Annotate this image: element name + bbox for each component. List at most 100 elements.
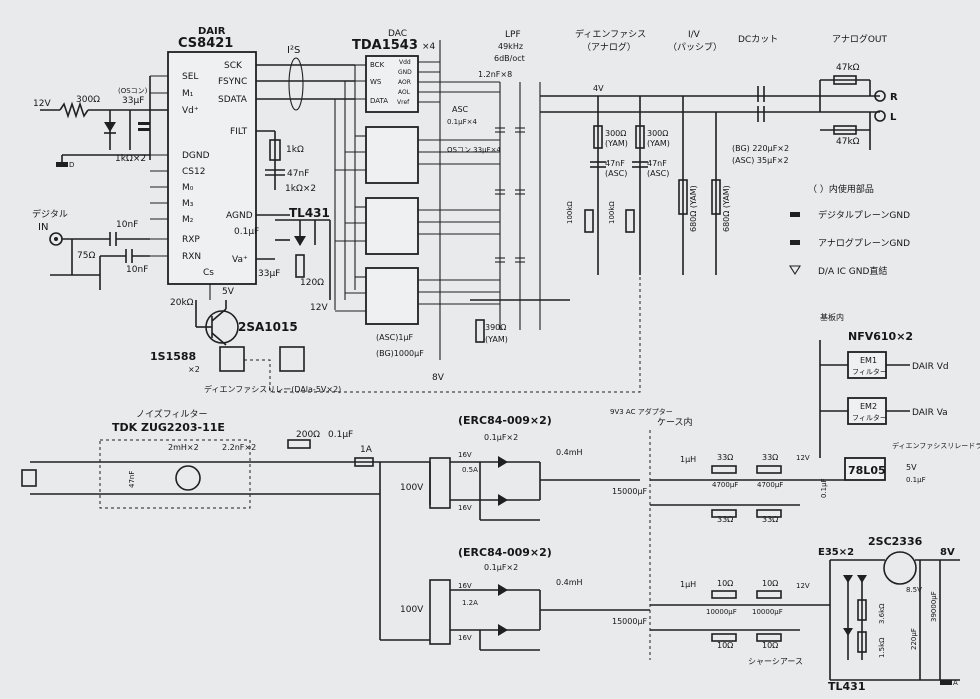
r300-yam-b: 300Ω <box>647 129 668 138</box>
r10c-label: 10Ω <box>717 641 733 650</box>
pin-dgnd: DGND <box>182 151 210 161</box>
c10000b-label: 10000μF <box>752 608 783 616</box>
fuse-label: 1A <box>360 445 373 455</box>
legend-agnd-icon <box>790 240 800 245</box>
dair-vd-label: DAIR Vd <box>912 362 949 372</box>
pin-agnd: AGND <box>226 211 253 221</box>
c47n-asc-b: 47nF <box>647 159 667 168</box>
r680-b: 680Ω (YAM) <box>722 185 731 232</box>
ground-a-icon: A <box>940 679 958 687</box>
v8-out-label: 8V <box>940 547 955 558</box>
c01u-x2-label: 0.1μF×2 <box>484 433 518 442</box>
x2-label: ×2 <box>188 365 200 374</box>
x4-label: ×4 <box>422 42 436 52</box>
digital-in-label: デジタル <box>32 208 68 220</box>
pin-sel: SEL <box>182 72 198 82</box>
c15000-top-label: 15000μF <box>612 487 648 496</box>
d-1s1588-label: 1S1588 <box>150 350 196 363</box>
c47n-filt-label: 47nF <box>287 169 309 179</box>
v16b-label: 16V <box>458 504 472 512</box>
r300-yam-a: 300Ω <box>605 129 626 138</box>
r20k-label: 20kΩ <box>170 298 194 308</box>
kiban-label: 基板内 <box>820 312 844 322</box>
r1k2-label: 1kΩ×2 <box>115 154 146 164</box>
noise-filter-box <box>99 439 251 509</box>
pin-rxn: RXN <box>182 252 201 262</box>
e35-a-icon <box>843 575 853 583</box>
pin-aol: AOL <box>398 89 411 96</box>
transformer-bot-icon <box>429 579 451 645</box>
r300-label: 300Ω <box>76 95 100 105</box>
q-2sa1015-label: 2SA1015 <box>238 320 298 334</box>
asc-01u-label: 0.1μF×4 <box>447 118 477 126</box>
e35-b-icon <box>857 575 867 583</box>
diode-bot-a-icon <box>498 584 508 596</box>
l78-label: 78L05 <box>848 464 886 477</box>
dac-chip-4 <box>365 267 419 325</box>
r15k-label: 1.5kΩ <box>878 637 886 658</box>
in-12v-label: 12V <box>33 99 51 109</box>
tdk-label: TDK ZUG2203-11E <box>112 421 225 434</box>
cs8421-chip <box>167 51 257 285</box>
cs8421-label: CS8421 <box>178 36 233 51</box>
r10a-label: 10Ω <box>717 579 733 588</box>
transformer-top-icon <box>429 457 451 509</box>
output-l-jack-icon[interactable] <box>874 110 886 122</box>
dac-label: DAC <box>388 29 407 39</box>
c01u-78-label: 0.1μF <box>906 476 926 484</box>
nf22-label: 2.2nF×2 <box>222 443 256 452</box>
pin-m2: M₂ <box>182 215 194 225</box>
c01u-label: 0.1μF <box>234 227 259 237</box>
erc-top-label: (ERC84-009×2) <box>458 414 552 427</box>
dccut-label: DCカット <box>738 34 778 45</box>
v4-label: 4V <box>593 84 604 93</box>
pin-fsync: FSYNC <box>218 77 247 87</box>
c01u-x2b-label: 0.1μF×2 <box>484 563 518 572</box>
deemph-sub: （アナログ） <box>582 41 636 53</box>
pin-vref: Vref <box>397 99 410 106</box>
ac-plug-icon[interactable] <box>21 469 37 487</box>
gnd-a-tag: A <box>953 679 958 687</box>
asc-cap-label: (ASC) 35μF×2 <box>732 156 789 165</box>
pin-m1: M₁ <box>182 89 194 99</box>
filter-core-icon <box>175 465 201 491</box>
c01u-snub-label: 0.1μF <box>328 430 353 440</box>
em1-label: EM1 <box>860 356 877 365</box>
noise-filter-label: ノイズフィルター <box>136 408 208 420</box>
pin-gnd: GND <box>398 69 412 76</box>
tl431-bot-label: TL431 <box>828 680 865 693</box>
zener-icon <box>104 122 116 132</box>
pin-data: DATA <box>370 97 388 105</box>
r100k-a: 100kΩ <box>566 201 574 224</box>
legend-dgnd: デジタルプレーンGND <box>818 209 910 221</box>
output-r-jack-icon[interactable] <box>874 90 886 102</box>
c01u-top-label: 0.1μF <box>820 478 828 498</box>
r47k-top: 47kΩ <box>836 63 860 73</box>
v8-dac-label: 8V <box>432 373 445 383</box>
v5-out-label: 5V <box>906 463 917 472</box>
pin-ws: WS <box>370 78 382 86</box>
em1-sub: フィルター <box>852 367 887 376</box>
r100k-b: 100kΩ <box>608 201 616 224</box>
analog-out-label: アナログOUT <box>832 33 887 45</box>
tl431-bot-icon <box>843 628 853 636</box>
pin-filt: FILT <box>230 127 248 137</box>
r200-label: 200Ω <box>296 430 320 440</box>
shield-label: シャーシアース <box>748 657 803 666</box>
v100b-label: 100V <box>400 605 424 615</box>
ac-adapter-label: 9V3 AC アダプター <box>610 407 673 416</box>
q-2sc2336-label: 2SC2336 <box>868 535 923 548</box>
c47n-asc-a: 47nF <box>605 159 625 168</box>
out-l-label: L <box>890 112 897 123</box>
l1u-bot-label: 1μH <box>680 580 696 589</box>
pin-cs: Cs <box>203 268 214 278</box>
lpf-slope: 6dB/oct <box>494 54 525 63</box>
asc-paren-a: (ASC) <box>605 169 627 178</box>
c4700a-label: 4700μF <box>712 481 738 489</box>
l1u-top-label: 1μH <box>680 455 696 464</box>
r10b-label: 10Ω <box>762 579 778 588</box>
i2s-bundle <box>288 57 304 111</box>
legend-dac-gnd-icon <box>789 265 801 276</box>
nf47-label: 47nF <box>128 471 136 488</box>
